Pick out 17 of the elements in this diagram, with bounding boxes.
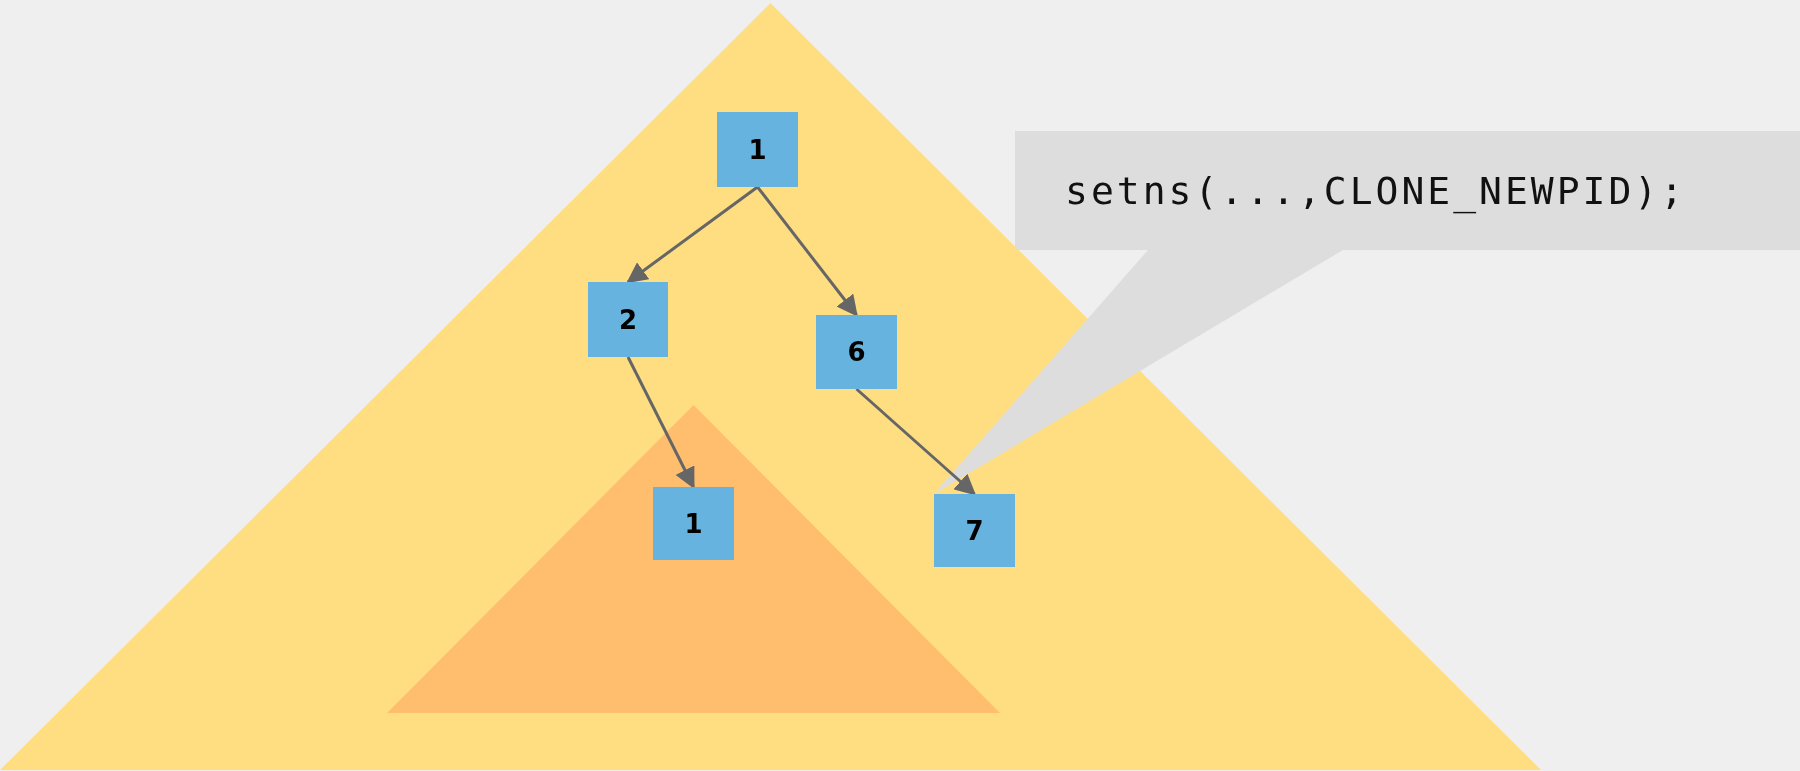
callout-box [1015, 131, 1800, 250]
process-box [717, 112, 798, 187]
process-number: 7 [965, 515, 984, 546]
arrow [626, 185, 759, 284]
process-number: 6 [847, 337, 866, 367]
callout-pointer [934, 250, 1343, 494]
arrow [855, 387, 977, 496]
process-box [934, 494, 1015, 567]
arrow [756, 186, 858, 317]
process-number: 1 [684, 508, 703, 539]
process-number: 1 [748, 134, 767, 165]
arrow [626, 356, 695, 489]
process-box [653, 487, 734, 560]
process-box [588, 282, 668, 357]
process-box [816, 315, 897, 389]
code-text: setns(...,CLONE_NEWPID); [1065, 168, 1687, 213]
process-number: 2 [618, 304, 638, 335]
